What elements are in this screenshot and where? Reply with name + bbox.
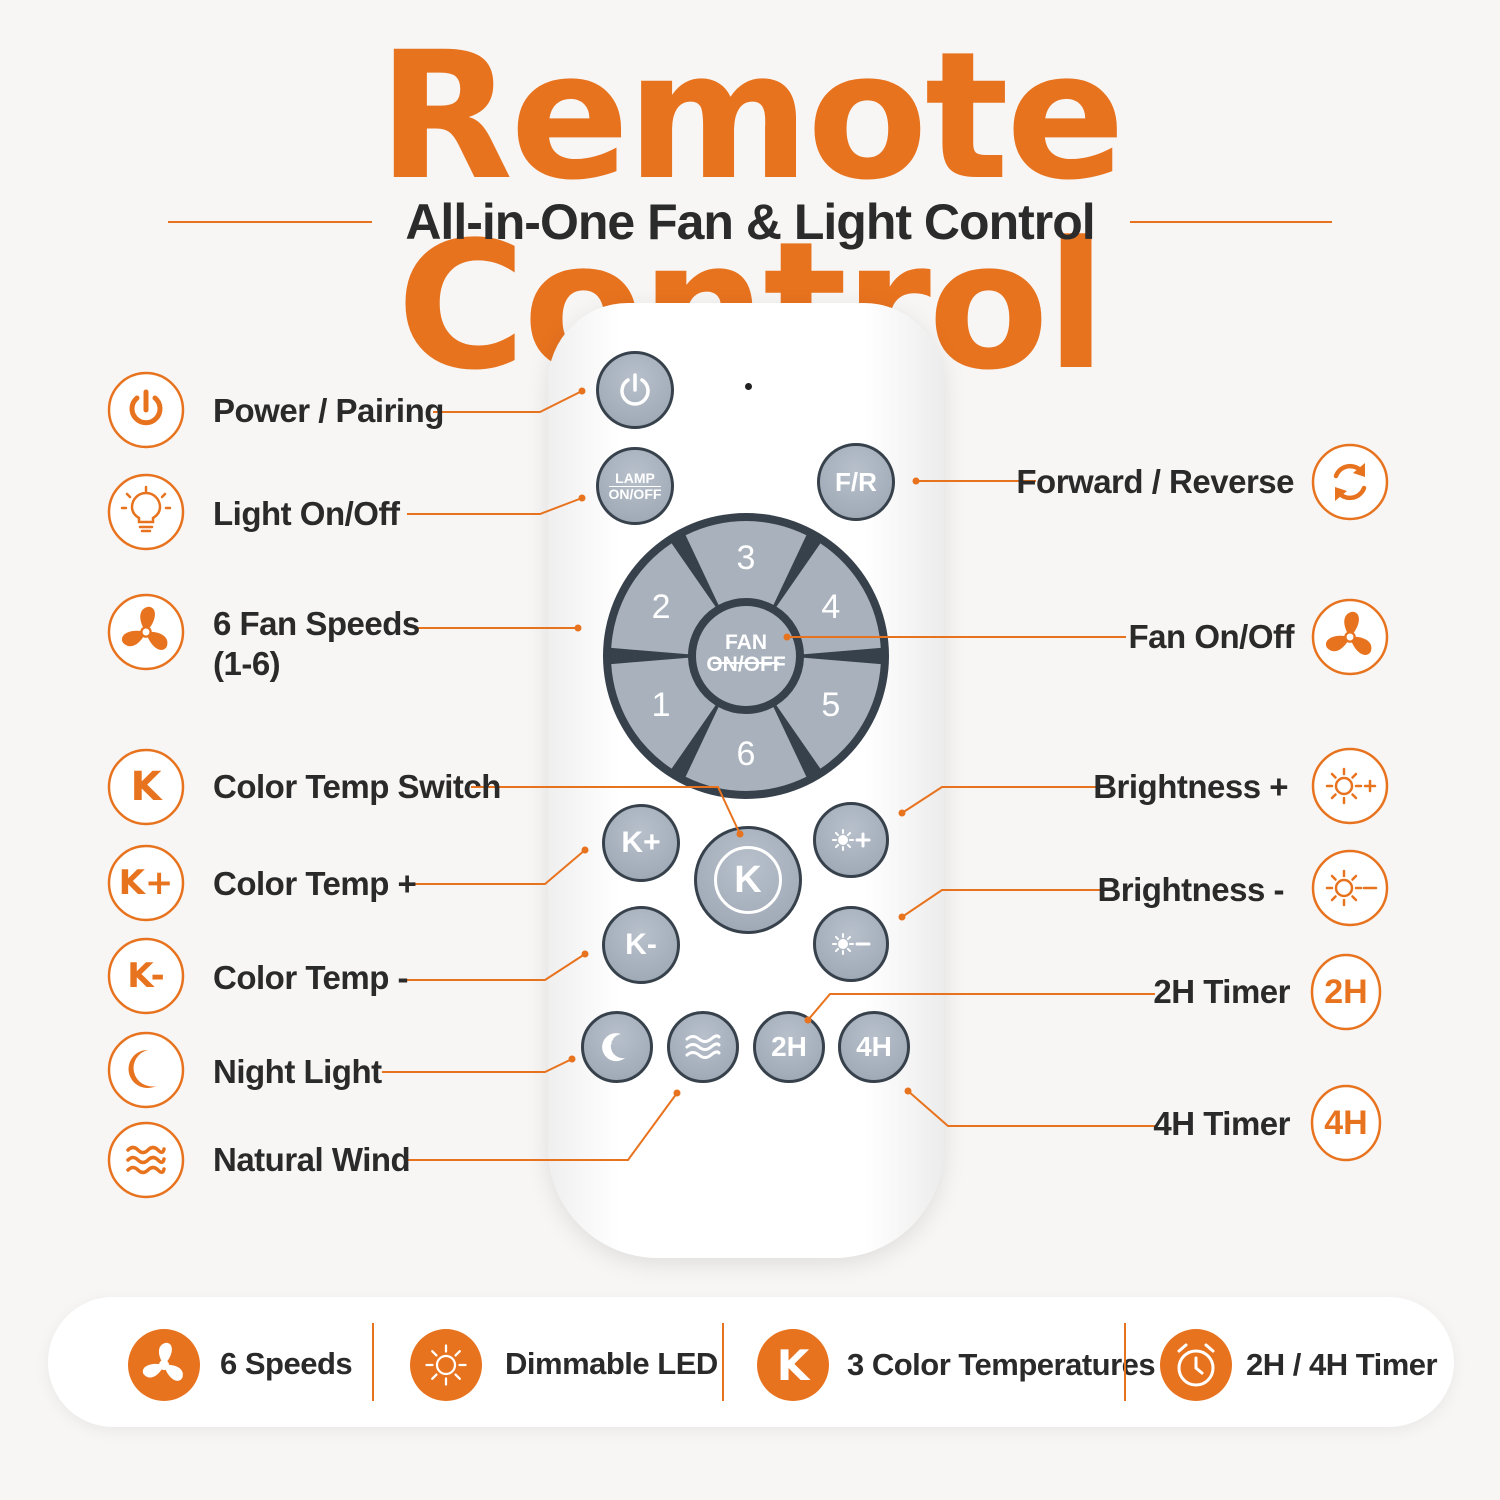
- speed-label-2: 2: [651, 588, 671, 626]
- k-plus-icon: [107, 844, 185, 922]
- speed-label-5: 5: [821, 686, 841, 724]
- fan-onoff-text: ON/OFF: [706, 653, 786, 676]
- speed-label-1: 1: [651, 686, 671, 724]
- timer-2h-icon-glyph: 2H: [1324, 973, 1368, 1011]
- speed-label-6: 6: [736, 735, 756, 773]
- fan-speed-wheel: [603, 513, 889, 799]
- label-fan-speeds-range: (1-6): [213, 645, 281, 682]
- k-minus-icon: [107, 937, 185, 1015]
- subtitle-rule-left: [168, 221, 372, 223]
- fan-label: FAN: [725, 631, 767, 654]
- remote-lamp-button[interactable]: LAMP ON/OFF: [596, 447, 674, 525]
- moon-icon: [107, 1031, 185, 1109]
- k-icon: [107, 748, 185, 826]
- k-plus-label: K+: [621, 826, 661, 859]
- feature-timer: 2H / 4H Timer: [1246, 1347, 1438, 1382]
- sun-icon: [425, 1344, 467, 1386]
- speed-segment-1[interactable]: [611, 657, 716, 769]
- feature-color-temperatures: 3 Color Temperatures: [847, 1347, 1156, 1382]
- label-color-temp-switch: Color Temp Switch: [213, 768, 501, 805]
- k-minus-label: K-: [625, 928, 657, 961]
- fan-icon: [107, 593, 185, 671]
- bottom-fan-icon: [128, 1329, 200, 1401]
- feature-dimmable-led: Dimmable LED: [505, 1346, 718, 1381]
- power-icon: [107, 371, 185, 449]
- remote-night-light-button[interactable]: [581, 1011, 653, 1083]
- label-color-temp-minus: Color Temp -: [213, 959, 409, 996]
- speed-segment-6[interactable]: [685, 707, 807, 791]
- sun-minus-icon: [832, 933, 871, 955]
- label-night-light: Night Light: [213, 1053, 382, 1090]
- bottom-alarm-clock-icon: [1160, 1329, 1232, 1401]
- speed-label-3: 3: [736, 539, 756, 577]
- wind-icon: [107, 1121, 185, 1199]
- speed-segment-5[interactable]: [776, 657, 881, 769]
- label-fan-speeds: 6 Fan Speeds: [213, 605, 420, 642]
- subtitle-rule-right: [1130, 221, 1332, 223]
- timer-4h-label: 4H: [856, 1031, 892, 1062]
- wind-icon: [685, 1034, 721, 1059]
- indicator-led: [745, 383, 752, 390]
- label-forward-reverse: Forward / Reverse: [1016, 463, 1294, 500]
- alarm-clock-icon: [1177, 1343, 1215, 1387]
- remote-fan-onoff-button[interactable]: [690, 600, 802, 712]
- bottom-k-icon: K: [757, 1329, 829, 1401]
- light-bulb-icon: [107, 473, 185, 551]
- timer-4h-icon: [1310, 1084, 1382, 1162]
- speed-segment-3[interactable]: [685, 521, 807, 605]
- k-icon-glyph: K: [130, 764, 162, 810]
- label-fan-onoff: Fan On/Off: [1128, 618, 1295, 655]
- label-light-onoff: Light On/Off: [213, 495, 400, 532]
- callout-night-light: [382, 1058, 573, 1073]
- remote-k-plus-button[interactable]: K+: [602, 804, 680, 882]
- fan-onoff-label: FAN ON/OFF: [692, 632, 800, 676]
- feature-separator: [372, 1323, 374, 1401]
- feature-separator: [722, 1323, 724, 1401]
- remote-4h-timer-button[interactable]: 4H: [838, 1011, 910, 1083]
- timer-4h-icon-glyph: 4H: [1324, 1104, 1368, 1142]
- speed-segment-4[interactable]: [776, 543, 881, 655]
- remote-k-button[interactable]: K: [694, 826, 802, 934]
- label-natural-wind: Natural Wind: [213, 1141, 411, 1178]
- sun-plus-icon: [832, 829, 871, 851]
- remote-natural-wind-button[interactable]: [667, 1011, 739, 1083]
- remote-brightness-plus-button[interactable]: [813, 802, 889, 878]
- speed-segment-2[interactable]: [611, 543, 716, 655]
- label-4h-timer: 4H Timer: [1153, 1105, 1290, 1142]
- k-minus-icon-glyph: K-: [127, 956, 165, 996]
- k-label: K: [734, 858, 762, 901]
- lamp-onoff-label: ON/OFF: [608, 485, 662, 502]
- label-brightness-plus: Brightness +: [1093, 768, 1288, 805]
- lamp-label: LAMP: [615, 469, 655, 486]
- fan-icon: [142, 1342, 183, 1381]
- k-plus-icon-glyph: K+: [118, 863, 174, 903]
- remote-fr-button[interactable]: F/R: [817, 443, 895, 521]
- label-2h-timer: 2H Timer: [1153, 973, 1290, 1010]
- moon-icon: [602, 1033, 625, 1062]
- remote-k-minus-button[interactable]: K-: [602, 906, 680, 984]
- page-subtitle: All-in-One Fan & Light Control: [405, 194, 1095, 250]
- timer-2h-icon: [1310, 953, 1382, 1031]
- sun-minus-icon: [1311, 849, 1389, 927]
- remote-2h-timer-button[interactable]: 2H: [753, 1011, 825, 1083]
- k-icon-glyph: K: [776, 1340, 810, 1390]
- fr-label: F/R: [835, 467, 877, 497]
- remote-brightness-minus-button[interactable]: [813, 906, 889, 982]
- feature-separator: [1124, 1323, 1126, 1401]
- label-power-pairing: Power / Pairing: [213, 392, 444, 429]
- power-icon: [620, 373, 650, 406]
- label-brightness-minus: Brightness -: [1097, 871, 1284, 908]
- feature-6-speeds: 6 Speeds: [220, 1346, 353, 1381]
- reverse-arrows-icon: [1311, 443, 1389, 521]
- timer-2h-label: 2H: [771, 1031, 807, 1062]
- remote-power-button[interactable]: [596, 351, 674, 429]
- fan-icon: [1311, 598, 1389, 676]
- sun-plus-icon: [1311, 747, 1389, 825]
- speed-label-4: 4: [821, 588, 841, 626]
- label-color-temp-plus: Color Temp +: [213, 865, 417, 902]
- bottom-sun-icon: [410, 1329, 482, 1401]
- k-ring: K: [714, 846, 782, 914]
